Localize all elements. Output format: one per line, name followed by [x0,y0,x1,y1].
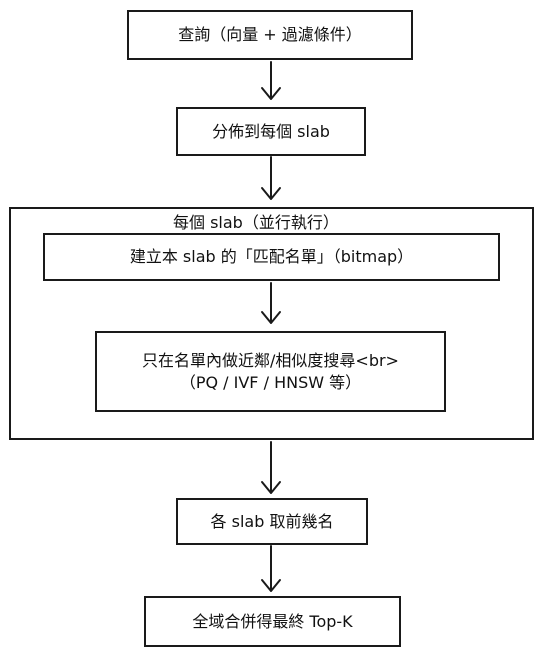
node-search-line2: （PQ / IVF / HNSW 等） [179,372,362,392]
node-topk-each-label: 各 slab 取前幾名 [210,511,334,531]
arrow-topk-to-merge [261,545,281,592]
node-build-bitmap-label: 建立本 slab 的「匹配名單」（bitmap） [129,247,414,267]
node-query: 查詢（向量 + 過濾條件） [127,10,413,60]
node-search: 只在名單內做近鄰/相似度搜尋<br> （PQ / IVF / HNSW 等） [95,331,446,412]
node-distribute-label: 分佈到每個 slab [212,121,330,141]
node-build-bitmap: 建立本 slab 的「匹配名單」（bitmap） [43,233,500,281]
node-query-label: 查詢（向量 + 過濾條件） [178,25,362,45]
node-merge: 全域合併得最終 Top-K [144,596,401,647]
node-distribute: 分佈到每個 slab [176,107,366,156]
node-merge-label: 全域合併得最終 Top-K [192,611,353,631]
group-per-slab [9,207,534,440]
group-per-slab-title: 每個 slab（並行執行） [171,209,341,233]
arrow-bitmap-to-search [261,282,281,324]
node-search-line1: 只在名單內做近鄰/相似度搜尋<br> [142,350,399,370]
node-topk-each: 各 slab 取前幾名 [176,498,368,545]
arrow-group-to-topk [261,441,281,494]
arrow-distribute-to-group [261,156,281,200]
arrow-query-to-distribute [261,61,281,100]
